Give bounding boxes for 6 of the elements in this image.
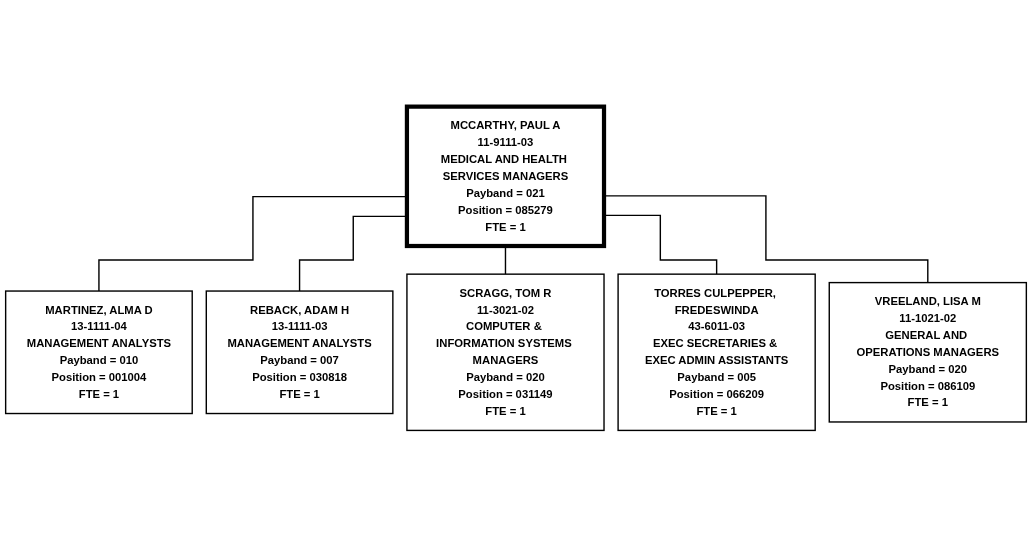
node-box: TORRES CULPEPPER, FREDESWINDA 43-6011-03 EXEC SECRETARIES & EXEC ADMIN ASSISTANTS Payband = 005 Position = 066209 FTE = 1 xyxy=(617,273,816,432)
node-box: MARTINEZ, ALMA D 13-1111-04 MANAGEMENT ANALYSTS Payband = 010 Position = 001004 FTE = 1 xyxy=(4,290,193,415)
node-box: SCRAGG, TOM R 11-3021-02 COMPUTER & INFORMATION SYSTEMS MANAGERS Payband = 020 Position = 031149 FTE = 1 xyxy=(406,273,605,432)
node-box: MCCARTHY, PAUL A 11-9111-03 MEDICAL AND HEALTH SERVICES MANAGERS Payband = 021 Position = 085279 FTE = 1 xyxy=(404,104,607,249)
node-box: REBACK, ADAM H 13-1111-03 MANAGEMENT ANALYSTS Payband = 007 Position = 030818 FTE = 1 xyxy=(205,290,394,415)
node-box: VREELAND, LISA M 11-1021-02 GENERAL AND OPERATIONS MANAGERS Payband = 020 Position = 086109 FTE = 1 xyxy=(828,281,1028,423)
